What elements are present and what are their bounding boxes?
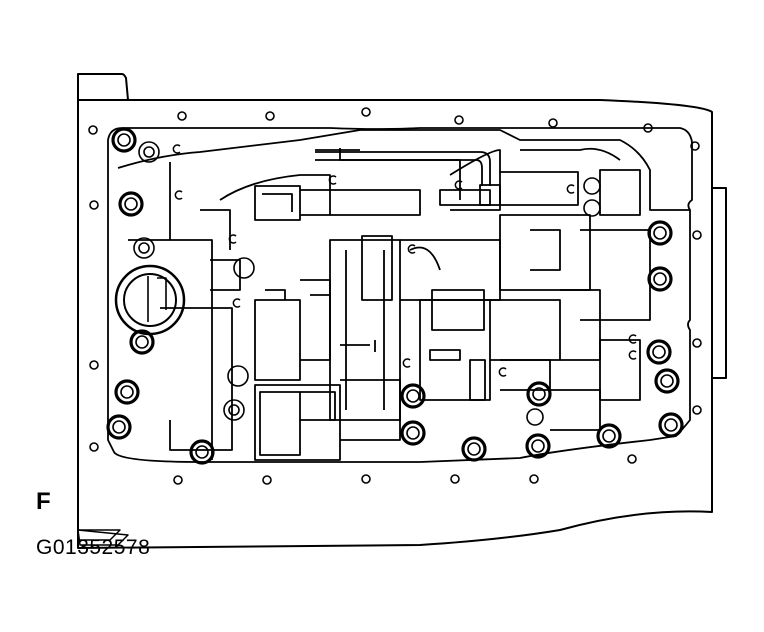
valve-body-blocks bbox=[117, 129, 690, 461]
retainer-clips bbox=[172, 144, 637, 377]
front-plate-tab bbox=[78, 529, 121, 541]
figure-id-label: G01352578 bbox=[36, 536, 151, 559]
bolts bbox=[106, 127, 684, 465]
oil-tube bbox=[315, 151, 491, 186]
gasket-holes bbox=[88, 107, 702, 485]
accumulator-ring bbox=[114, 264, 186, 336]
gasket-outline bbox=[107, 127, 693, 463]
front-direction-marker: F bbox=[36, 488, 51, 515]
